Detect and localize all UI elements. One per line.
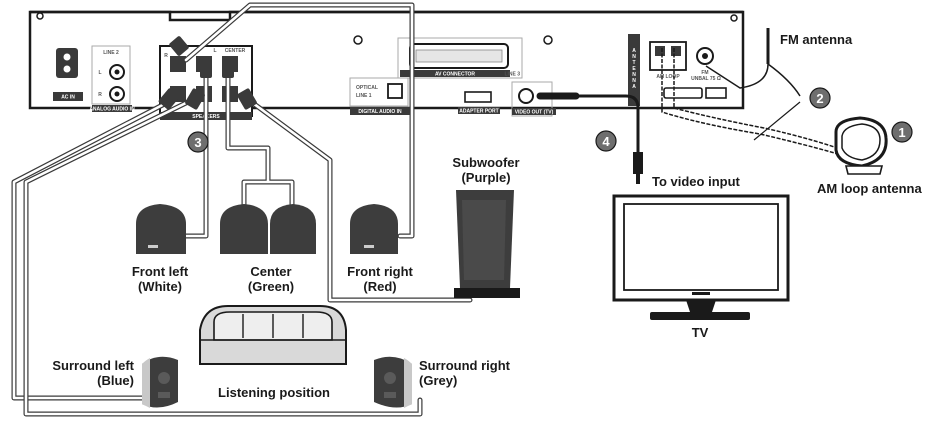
video-cable — [536, 92, 643, 184]
am-loop-antenna — [834, 116, 888, 175]
front-right-color-label: (Red) — [363, 279, 396, 294]
speaker-r-label: R — [164, 53, 168, 59]
screw-hole-icon — [36, 12, 44, 20]
hdmi-port-icon — [663, 87, 703, 99]
screw-hole-icon — [543, 35, 553, 45]
speaker-plug-icon — [200, 60, 212, 78]
center-speaker — [220, 204, 316, 254]
line1-label: LINE 1 — [356, 93, 372, 99]
front-right-speaker — [350, 204, 398, 254]
fm-antenna — [705, 28, 801, 97]
analog-audio-in: LINE 2 L R ANALOG AUDIO IN — [89, 45, 135, 113]
ac-in-socket: AC IN — [53, 48, 83, 101]
line2-label: LINE 2 — [103, 50, 119, 56]
am-loop-label: AM LOOP — [656, 74, 680, 80]
center-color-label: (Green) — [248, 279, 294, 294]
tv-label: TV — [692, 325, 709, 340]
step-badge-1: 1 — [891, 121, 913, 143]
av-connector: AV CONNECTOR LINE 3 — [397, 37, 523, 79]
surround-left-speaker — [142, 356, 178, 408]
am-loop-antenna-label: AM loop antenna — [817, 181, 922, 196]
video-out-label: VIDEO OUT (TV) — [515, 110, 554, 116]
surround-right-speaker — [374, 356, 412, 408]
surround-right-label: Surround right — [419, 358, 511, 373]
center-label: Center — [250, 264, 291, 279]
speaker-plug-icon — [222, 60, 234, 78]
screw-hole-icon — [353, 35, 363, 45]
line3-label: LINE 3 — [504, 72, 520, 78]
svg-text:3: 3 — [194, 135, 201, 150]
speaker-plug-icon — [158, 88, 180, 110]
surround-left-color-label: (Blue) — [97, 373, 134, 388]
speaker-plug-icon — [185, 88, 205, 110]
digital-audio-in-label: DIGITAL AUDIO IN — [358, 109, 402, 115]
to-video-input-label: To video input — [652, 174, 741, 189]
speaker-cables — [11, 2, 473, 417]
tv-icon — [612, 194, 790, 320]
step-badge-4: 4 — [595, 130, 617, 152]
speaker-plug-icon — [169, 36, 189, 56]
surround-right-color-label: (Grey) — [419, 373, 457, 388]
front-right-label: Front right — [347, 264, 413, 279]
subwoofer-color-label: (Purple) — [461, 170, 510, 185]
step-badge-2: 2 — [809, 87, 831, 109]
sofa-icon — [199, 305, 347, 365]
front-left-color-label: (White) — [138, 279, 182, 294]
screw-hole-icon — [730, 14, 738, 22]
adapter-port-label: ADAPTER PORT — [459, 109, 498, 115]
am-antenna-wire — [661, 48, 861, 161]
speaker-plug-icon — [237, 88, 257, 110]
listening-position-label: Listening position — [218, 385, 330, 400]
av-connector-label: AV CONNECTOR — [435, 72, 475, 78]
svg-text:4: 4 — [602, 134, 610, 149]
subwoofer — [454, 190, 520, 298]
analog-audio-in-label: ANALOG AUDIO IN — [89, 107, 135, 113]
analog-l-label: L — [98, 70, 101, 76]
svg-text:2: 2 — [816, 91, 823, 106]
fm-label: FM — [701, 70, 708, 76]
rca-plug-icon — [633, 152, 643, 174]
step-badge-3: 3 — [187, 131, 209, 153]
fm-antenna-label: FM antenna — [780, 32, 853, 47]
svg-text:1: 1 — [898, 125, 905, 140]
speaker-center-label: CENTER — [225, 48, 246, 54]
rca-jack-icon — [518, 88, 534, 104]
optical-port-icon — [387, 83, 403, 99]
adapter-port: ADAPTER PORT — [458, 91, 500, 115]
speaker-l-label: L — [213, 48, 216, 54]
surround-left-label: Surround left — [52, 358, 134, 373]
unbal-label: UNBAL 75 Ω — [691, 76, 721, 82]
subwoofer-label: Subwoofer — [452, 155, 519, 170]
front-left-speaker — [136, 204, 186, 254]
usb-port-icon — [464, 91, 492, 103]
ac-in-label: AC IN — [61, 95, 75, 101]
optical-input: OPTICAL LINE 1 DIGITAL AUDIO IN — [349, 77, 410, 115]
front-left-label: Front left — [132, 264, 189, 279]
analog-r-label: R — [98, 92, 102, 98]
optical-label: OPTICAL — [356, 85, 378, 91]
